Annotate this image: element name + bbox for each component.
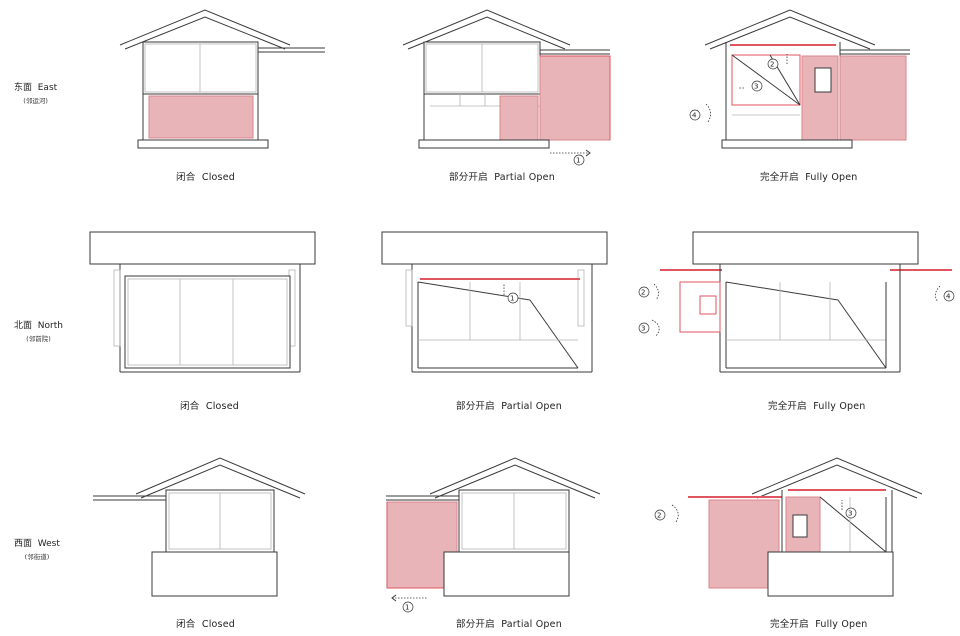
caption-west-fully-open: 完全开启 Fully Open <box>770 619 868 630</box>
east-partial-elevation: 1 <box>402 9 611 166</box>
caption-west-partial: 部分开启 Partial Open <box>456 619 562 630</box>
north-fully-open-elevation: 2 3 4 <box>638 231 955 373</box>
svg-text:3: 3 <box>641 325 645 333</box>
caption-north-fully-open: 完全开启 Fully Open <box>768 401 866 412</box>
svg-text:4: 4 <box>692 112 697 120</box>
east-fully-open-elevation: 2 3 4 <box>689 9 910 149</box>
west-partial-elevation: 1 <box>386 457 601 613</box>
svg-text:2: 2 <box>657 512 661 520</box>
north-partial-elevation: 1 <box>381 231 608 373</box>
row-label-west: 西面 West (邻街道) <box>14 539 60 561</box>
east-closed-elevation <box>119 9 325 149</box>
caption-north-partial: 部分开启 Partial Open <box>456 401 562 412</box>
svg-text:4: 4 <box>946 293 951 301</box>
svg-text:3: 3 <box>848 510 852 518</box>
svg-text:1: 1 <box>405 604 409 612</box>
row-label-east: 东面 East (邻运河) <box>14 83 58 105</box>
caption-east-closed: 闭合 Closed <box>176 172 235 183</box>
row-label-north: 北面 North (邻前院) <box>14 321 63 343</box>
west-closed-elevation <box>93 457 306 597</box>
caption-east-partial: 部分开启 Partial Open <box>449 172 555 183</box>
svg-text:1: 1 <box>510 295 514 303</box>
west-fully-open-elevation: 3 2 <box>654 457 923 597</box>
caption-west-closed: 闭合 Closed <box>176 619 235 630</box>
svg-text:2: 2 <box>641 289 645 297</box>
svg-text:3: 3 <box>754 83 758 91</box>
north-closed-elevation <box>89 231 316 373</box>
svg-text:2: 2 <box>770 61 774 69</box>
caption-north-closed: 闭合 Closed <box>180 401 239 412</box>
svg-text:1: 1 <box>576 157 580 165</box>
caption-east-fully-open: 完全开启 Fully Open <box>760 172 858 183</box>
